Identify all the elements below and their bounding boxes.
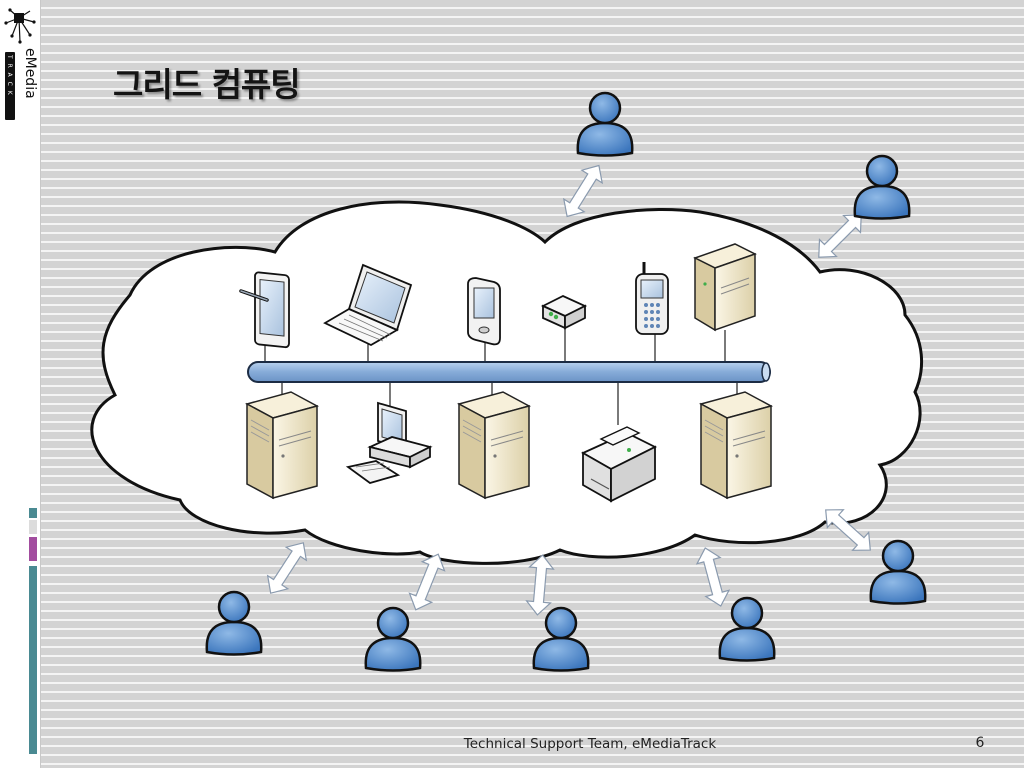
server-icon	[693, 243, 757, 332]
server-icon	[700, 391, 772, 499]
sidebar-accent-teal-2	[29, 566, 37, 754]
desktop-computer-icon	[345, 401, 433, 484]
page-number: 6	[975, 735, 985, 751]
tablet-pc-icon	[239, 271, 290, 349]
sidebar-accent-purple	[29, 537, 37, 561]
sidebar-accent-teal-1	[29, 508, 37, 518]
sidebar-accent-gray	[29, 520, 37, 534]
user-icon	[576, 91, 634, 157]
server-icon	[246, 391, 318, 499]
svg-text:TRACK: TRACK	[6, 54, 13, 100]
user-icon	[853, 154, 911, 220]
network-hub-icon	[540, 295, 588, 330]
double-arrow-icon	[693, 544, 733, 610]
network-bus	[247, 361, 771, 383]
user-icon	[364, 606, 422, 672]
mobile-phone-icon	[635, 262, 669, 335]
laptop-icon	[323, 263, 413, 347]
user-icon	[532, 606, 590, 672]
user-icon	[205, 590, 263, 656]
slide-title: 그리드 컴퓨팅	[113, 65, 301, 104]
slide-footer: Technical Support Team, eMediaTrack	[463, 736, 717, 752]
double-arrow-icon	[524, 553, 556, 617]
server-icon	[458, 391, 530, 499]
double-arrow-icon	[259, 535, 315, 601]
sidebar: eMedia TRACK	[0, 0, 41, 768]
emediatrack-logo: eMedia TRACK	[4, 8, 38, 120]
user-icon	[869, 539, 927, 605]
fax-printer-icon	[581, 426, 658, 503]
user-icon	[718, 596, 776, 662]
double-arrow-icon	[556, 158, 610, 224]
pda-icon	[467, 277, 501, 346]
svg-text:eMedia: eMedia	[22, 48, 38, 99]
